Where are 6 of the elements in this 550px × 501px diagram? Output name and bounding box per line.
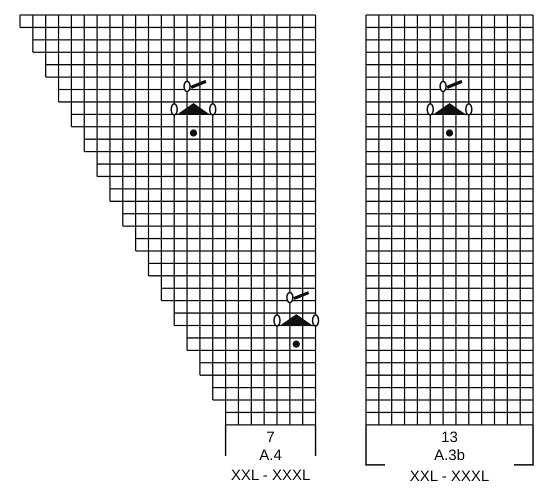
- stitch-count: 7: [266, 428, 275, 446]
- size-label: XXL - XXXL: [230, 466, 310, 484]
- chart-name: A.3b: [434, 446, 465, 464]
- stitch-count: 13: [441, 428, 458, 446]
- size-label: XXL - XXXL: [410, 468, 490, 485]
- chart-name: A.4: [259, 446, 282, 464]
